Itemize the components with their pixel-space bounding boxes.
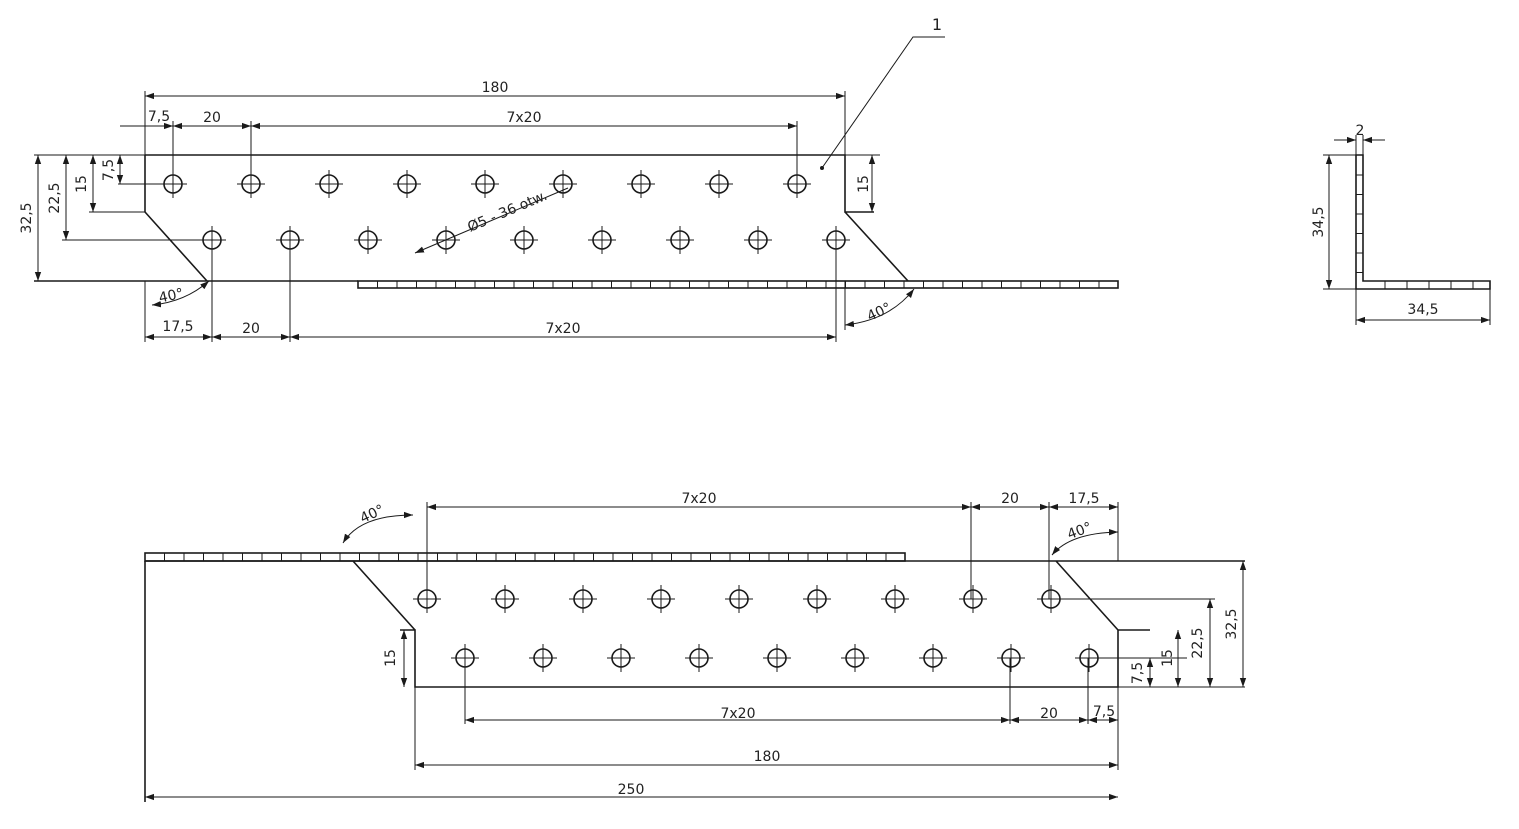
angle-arc-b-right [1051, 529, 1119, 556]
hole-note: Ø5 - 36 otw. [465, 188, 549, 236]
dim-b-edge-top: 17,5 [1068, 491, 1099, 507]
bottom-hole-grid [413, 585, 1103, 672]
side-extension-lines [1323, 135, 1491, 325]
top-flange-strip [357, 280, 1119, 289]
bottom-view: 7x20 20 17,5 40° 40° 15 7,5 15 22,5 32,5… [144, 491, 1247, 802]
hole [393, 170, 421, 198]
dim-width: 34,5 [1407, 302, 1438, 318]
bottom-plate-outline [144, 560, 1245, 802]
dim-b-h-total: 32,5 [1224, 608, 1240, 639]
dim-height: 34,5 [1311, 206, 1327, 237]
hole [549, 170, 577, 198]
dim-b-len-250: 250 [618, 782, 645, 798]
hole [763, 644, 791, 672]
dim-h-total: 32,5 [19, 202, 35, 233]
dim-overall-180: 180 [482, 80, 509, 96]
dim-b-pitch-top-multi: 7x20 [681, 491, 716, 507]
top-plate-outline [34, 154, 909, 282]
dim-pitch-bottom-multi: 7x20 [545, 321, 580, 337]
dim-b-len-180: 180 [754, 749, 781, 765]
side-view: 2 34,5 34,5 [1311, 123, 1491, 325]
dim-b-pitch-bottom-multi: 7x20 [720, 706, 755, 722]
hole [685, 644, 713, 672]
hole [354, 226, 382, 254]
hole [491, 585, 519, 613]
hole [997, 644, 1025, 672]
hole [510, 226, 538, 254]
dim-h-row1: 7,5 [101, 159, 117, 181]
dim-edge-bottom: 17,5 [162, 319, 193, 335]
angle-profile-outline [1355, 154, 1491, 290]
dim-b-pitch-bottom: 20 [1040, 706, 1058, 722]
part-leader-dot [820, 166, 824, 170]
dim-h-row2: 22,5 [47, 182, 63, 213]
hole [588, 226, 616, 254]
dim-pitch-top-multi: 7x20 [506, 110, 541, 126]
dim-angle-left: 40° [157, 286, 185, 307]
hole [647, 585, 675, 613]
hole [569, 585, 597, 613]
dim-b-edge-bottom: 7,5 [1093, 704, 1115, 720]
side-profile-ticks [1356, 174, 1474, 289]
hole [315, 170, 343, 198]
dim-edge-top: 7,5 [148, 109, 170, 125]
dim-b-pitch-top: 20 [1001, 491, 1019, 507]
dim-b-angle-left: 40° [358, 502, 387, 527]
hole [607, 644, 635, 672]
hole [881, 585, 909, 613]
hole [529, 644, 557, 672]
top-strip-ticks [377, 281, 1100, 288]
dim-pitch-top: 20 [203, 110, 221, 126]
hole [841, 644, 869, 672]
dim-angle-right: 40° [865, 300, 894, 325]
hole [471, 170, 499, 198]
bottom-strip-ticks [164, 553, 887, 561]
top-hole-grid [159, 170, 850, 254]
hole [959, 585, 987, 613]
hole [725, 585, 753, 613]
hole [666, 226, 694, 254]
angle-arc-right [844, 288, 915, 328]
dim-b-h-flange: 15 [1160, 649, 1176, 667]
hole [744, 226, 772, 254]
angle-arc-left [151, 280, 210, 308]
part-leader-line [821, 36, 945, 169]
angle-arc-b-left [342, 511, 414, 544]
bottom-extension-lines [414, 502, 1245, 770]
hole [705, 170, 733, 198]
dim-b-h-row2: 22,5 [1190, 627, 1206, 658]
part-label: 1 [932, 15, 942, 34]
hole [627, 170, 655, 198]
hole-note-leader [414, 187, 569, 254]
dim-b-angle-right: 40° [1065, 519, 1094, 543]
dim-pitch-bottom: 20 [242, 321, 260, 337]
dim-b-h-left: 15 [383, 649, 399, 667]
hole [803, 585, 831, 613]
bottom-flange-strip [144, 552, 906, 562]
top-view: 1 Ø5 - 36 otw. 180 7,5 20 7x20 17,5 20 7… [19, 15, 1119, 342]
dim-b-h-row1: 7,5 [1130, 662, 1146, 684]
hole [919, 644, 947, 672]
dim-thickness: 2 [1356, 123, 1365, 139]
dim-h-flange: 15 [74, 175, 90, 193]
dim-h-right: 15 [856, 175, 872, 193]
